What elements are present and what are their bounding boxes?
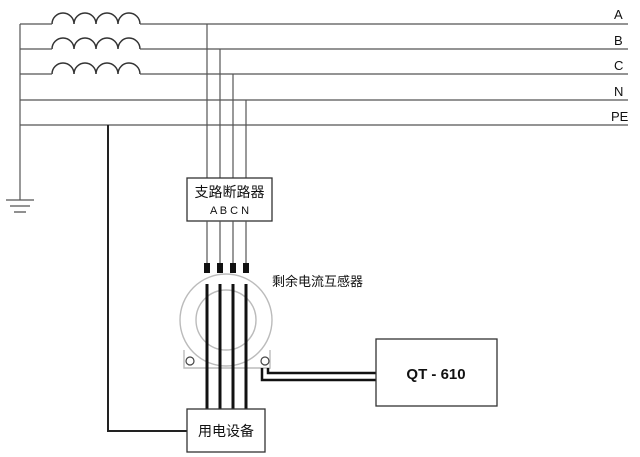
breaker-to-ct-wires: [206, 221, 247, 265]
coil-phase-c: [51, 62, 141, 75]
ct-to-load-conductors: [205, 284, 248, 409]
ground-symbol: [6, 199, 34, 213]
bus-lines: [19, 23, 628, 200]
load-equipment: 用电设备: [186, 408, 266, 453]
bus-label-c: C: [614, 58, 623, 73]
coil-phase-a: [51, 12, 141, 25]
ct-label: 剩余电流互感器: [272, 274, 363, 290]
breaker-terminals: A B C N: [210, 205, 249, 217]
ct-signal-wires: [260, 368, 376, 382]
coil-phase-b: [51, 37, 141, 50]
monitor-device: QT - 610: [375, 338, 498, 407]
bus-to-breaker-wires: [206, 24, 247, 178]
ct-inner-ring: [195, 289, 257, 351]
monitor-device-label: QT - 610: [406, 366, 465, 383]
ct-outer-ring: [179, 273, 273, 367]
branch-breaker: 支路断路器 A B C N: [186, 177, 273, 222]
breaker-title: 支路断路器: [195, 185, 265, 201]
transformer-coils: [51, 12, 141, 75]
load-equipment-label: 用电设备: [198, 423, 254, 440]
pe-wire-to-load: [107, 125, 187, 432]
bus-label-pe: PE: [611, 109, 629, 124]
bus-label-b: B: [614, 33, 623, 48]
bus-label-n: N: [614, 84, 623, 99]
ct-mount-hole-left: [185, 356, 195, 366]
ct-mount-base: [183, 350, 271, 369]
bus-label-a: A: [614, 7, 623, 22]
residual-current-transformer: [179, 263, 273, 369]
ct-mount-hole-right: [260, 356, 270, 366]
